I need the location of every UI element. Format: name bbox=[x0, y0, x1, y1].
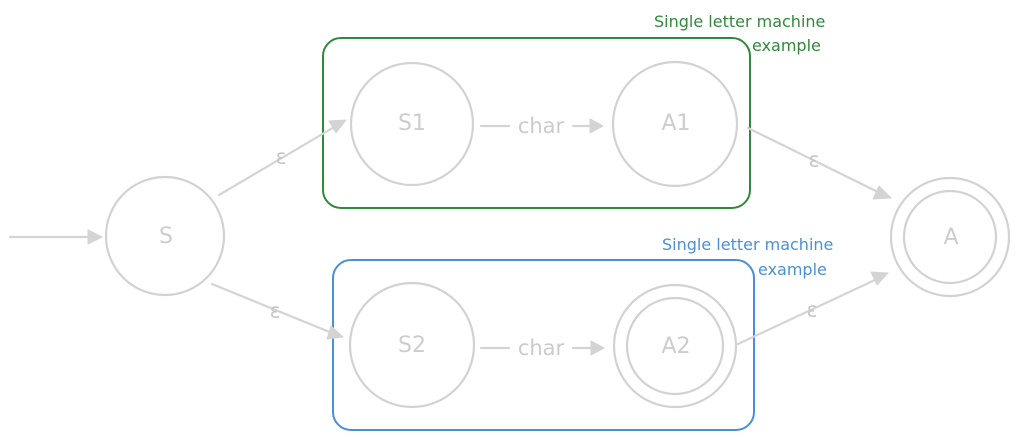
state-s-label: S bbox=[159, 224, 173, 249]
group-note-top-line1: Single letter machine bbox=[654, 12, 825, 31]
edge-s-to-s1 bbox=[217, 119, 347, 197]
state-a-label: A bbox=[943, 225, 958, 250]
group-note-top-line2: example bbox=[752, 36, 821, 55]
single-letter-machine-box-top bbox=[322, 37, 751, 209]
edge-s-to-s2 bbox=[210, 282, 344, 340]
state-a1: A1 bbox=[611, 60, 739, 188]
edge-s2-to-a2 bbox=[479, 340, 605, 356]
group-note-bottom-line1: Single letter machine bbox=[662, 235, 833, 254]
single-letter-machine-box-bottom bbox=[332, 259, 755, 431]
state-s2: S2 bbox=[348, 281, 476, 409]
edge-s1-to-a1 bbox=[479, 118, 604, 134]
state-a2-label: A2 bbox=[661, 334, 690, 359]
edge-a1-to-a bbox=[746, 126, 892, 200]
edge-label-s-to-s1: ε bbox=[276, 145, 287, 169]
edge-label-s1-to-a1: char bbox=[518, 114, 565, 138]
state-s2-label: S2 bbox=[398, 333, 426, 358]
state-s1-label: S1 bbox=[398, 111, 426, 136]
group-note-bottom-line2: example bbox=[758, 260, 827, 279]
state-a1-label: A1 bbox=[661, 111, 690, 136]
edge-label-s-to-s2: ε bbox=[270, 299, 281, 323]
state-s: S bbox=[104, 175, 226, 297]
edge-label-a2-to-a: ε bbox=[807, 298, 818, 322]
edge-label-s2-to-a2: char bbox=[518, 336, 565, 360]
state-s1: S1 bbox=[349, 61, 475, 187]
edge-a2-to-a bbox=[736, 271, 889, 346]
state-a-accept: A bbox=[889, 176, 1011, 298]
edge-label-a1-to-a: ε bbox=[809, 148, 820, 172]
start-arrow bbox=[8, 229, 103, 245]
state-a2: A2 bbox=[612, 283, 738, 409]
